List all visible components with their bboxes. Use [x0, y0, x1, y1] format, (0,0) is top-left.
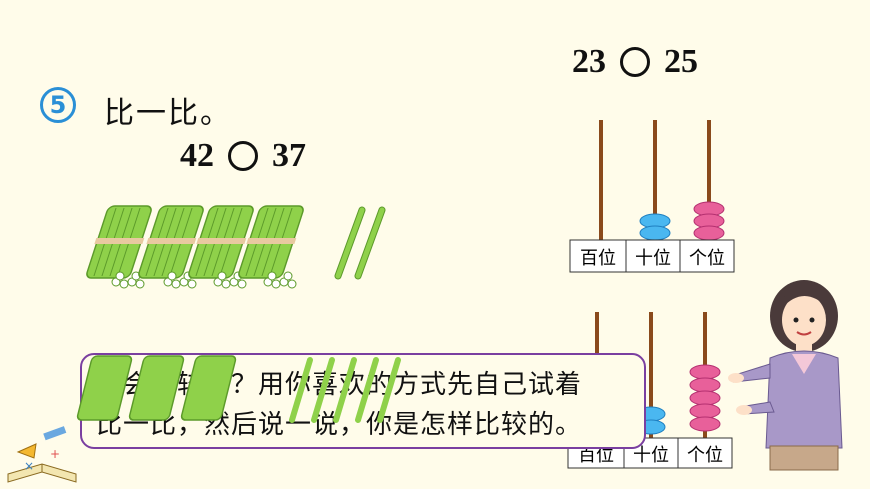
label-ones: 个位: [687, 445, 723, 466]
stationery-icon: + ×: [7, 426, 77, 483]
comparison-right-b: 25: [664, 43, 698, 80]
comparison-left: 42 37: [180, 137, 306, 175]
comparison-right: 23 25: [572, 43, 698, 81]
comparison-blank-circle[interactable]: [228, 141, 258, 171]
comparison-left-a: 42: [180, 137, 214, 174]
label-tens: 十位: [635, 248, 671, 269]
ones-bead: [689, 390, 721, 406]
problem-title: 比一比。: [104, 96, 232, 131]
comparison-left-b: 37: [272, 137, 306, 174]
stick-bundles-42: [82, 205, 386, 289]
abacus-top: 百位 十位 个位: [569, 120, 735, 273]
svg-text:×: ×: [24, 459, 34, 473]
ones-bead: [689, 416, 721, 432]
label-hundreds: 百位: [580, 248, 616, 269]
ones-bead: [689, 364, 721, 380]
comparison-blank-circle[interactable]: [620, 47, 650, 77]
svg-text:+: +: [50, 447, 60, 461]
ones-bead: [689, 403, 721, 419]
comparison-right-a: 23: [572, 43, 606, 80]
ones-bead: [689, 377, 721, 393]
overlapping-sticks: [76, 355, 401, 423]
ones-bead: [693, 225, 725, 241]
label-hundreds: 百位: [578, 445, 614, 466]
teacher-figure: [728, 280, 843, 471]
label-tens: 十位: [633, 445, 669, 466]
label-ones: 个位: [689, 248, 725, 269]
problem-number-badge: 5: [40, 87, 76, 123]
tens-bead: [639, 225, 671, 241]
